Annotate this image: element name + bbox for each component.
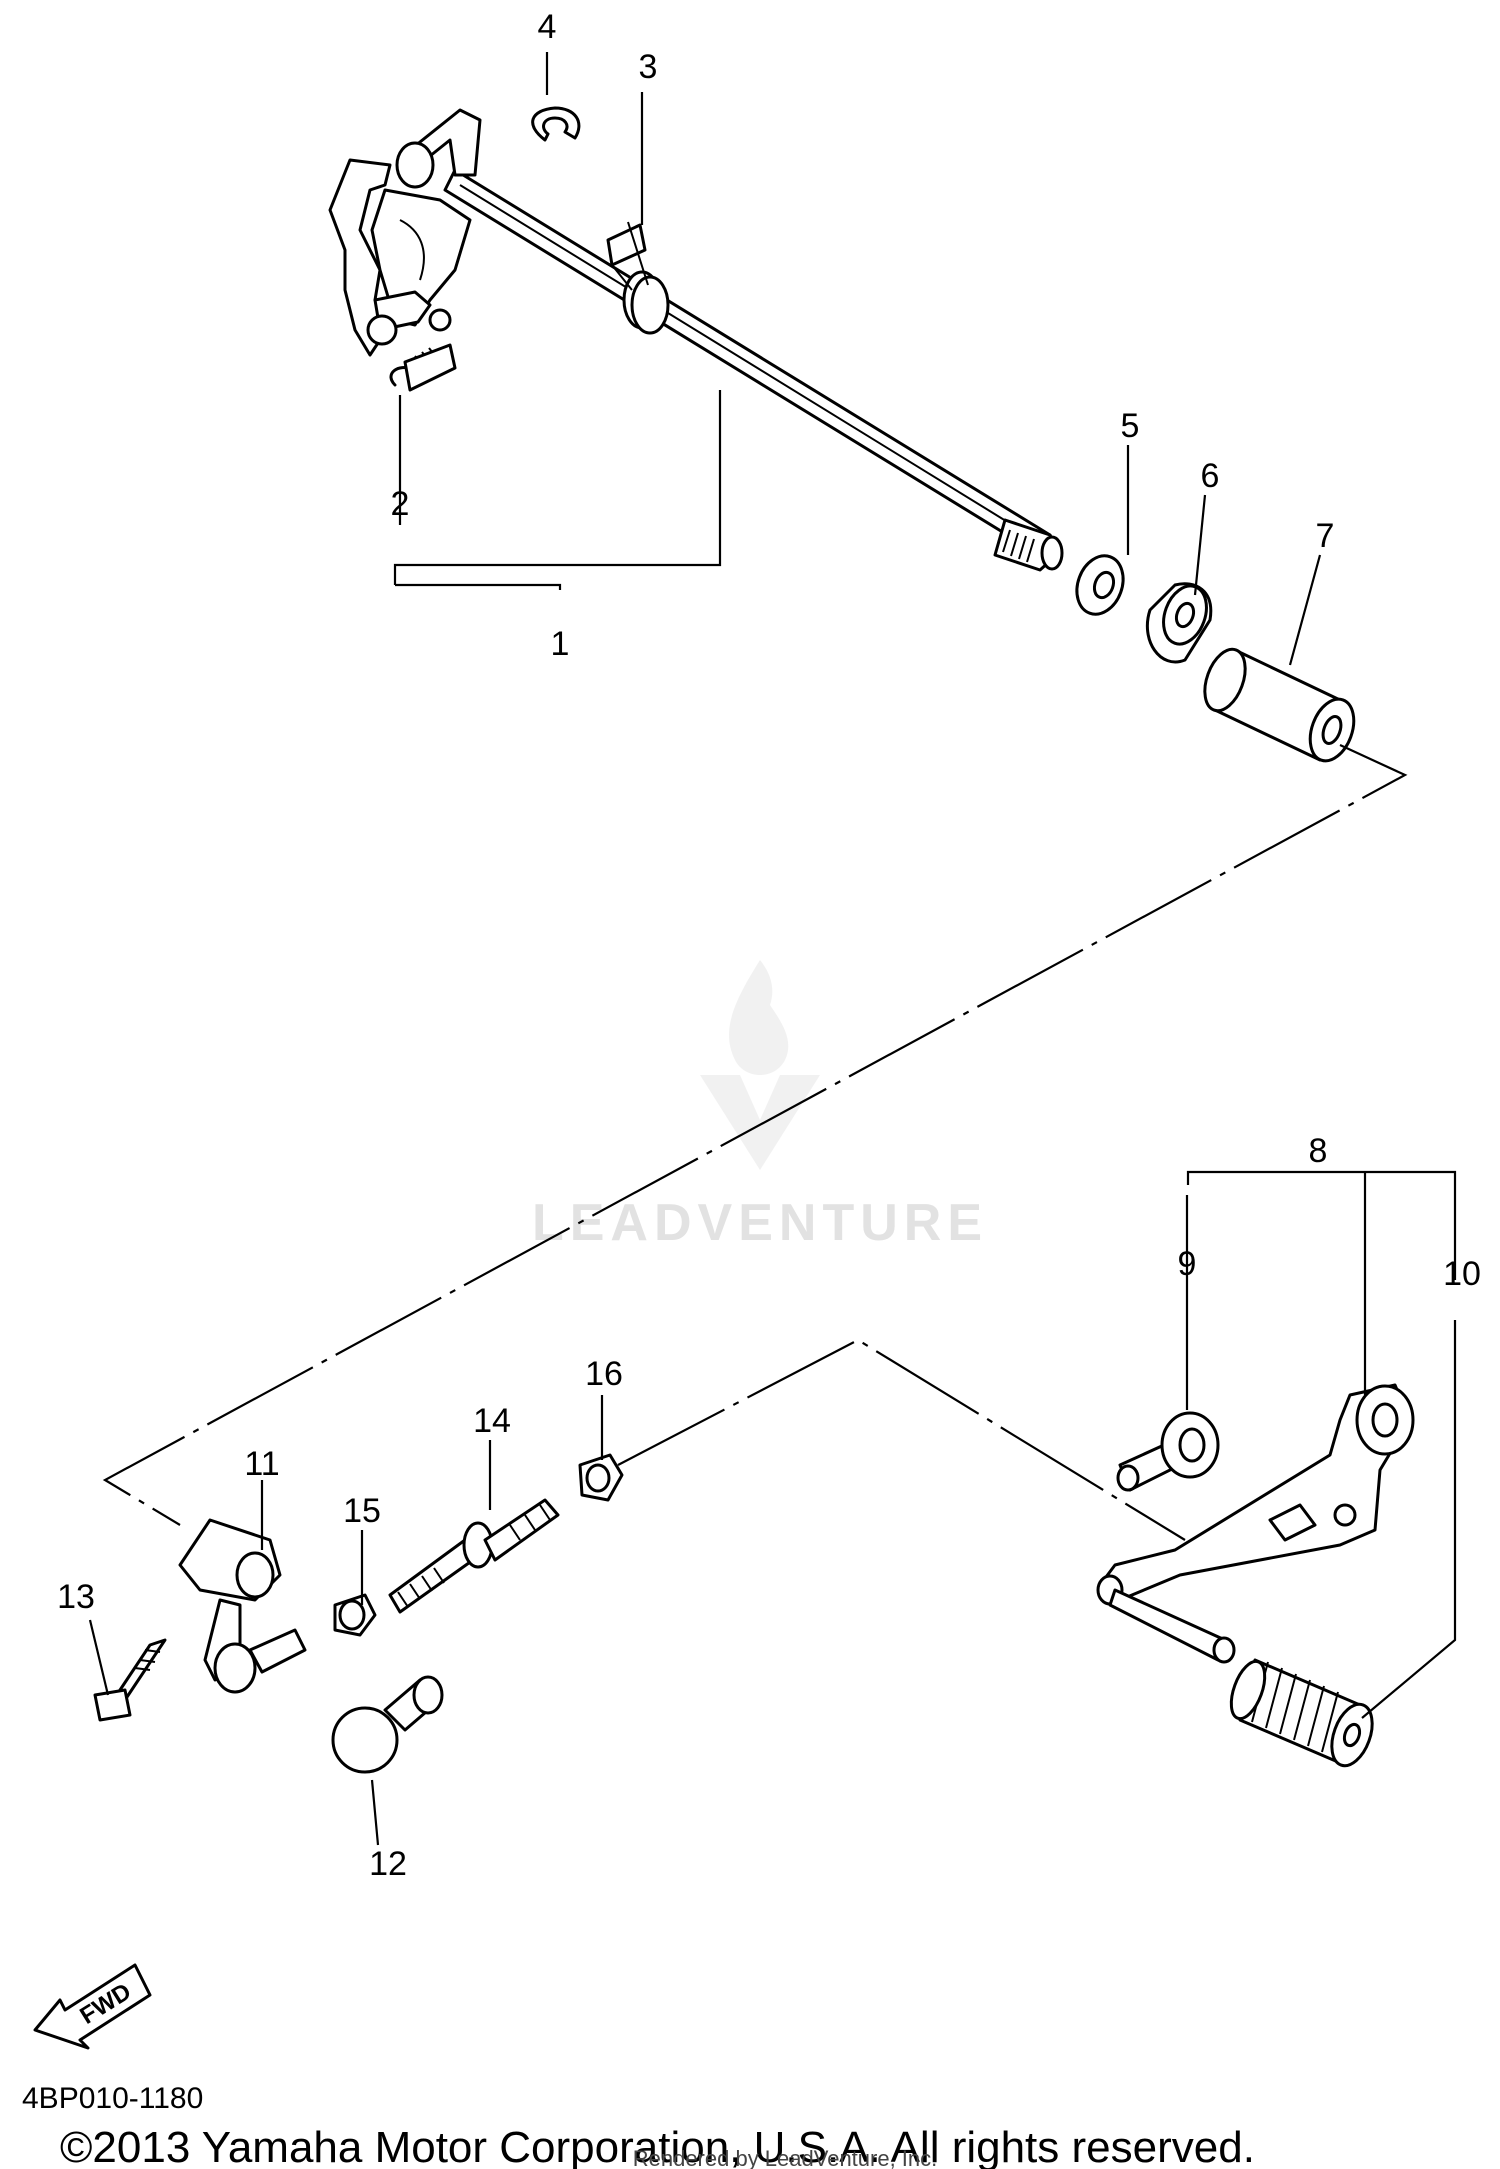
callout-14: 14 xyxy=(473,1402,511,1440)
leader-lines xyxy=(88,52,1457,1846)
shift-arm[interactable] xyxy=(178,1518,307,1694)
callout-3: 3 xyxy=(639,48,658,86)
nut[interactable] xyxy=(333,1593,377,1637)
callout-7: 7 xyxy=(1316,517,1335,555)
shift-pedal[interactable] xyxy=(1096,1383,1415,1664)
callout-9: 9 xyxy=(1178,1245,1197,1283)
fwd-arrow-icon: FWD xyxy=(33,1963,152,2050)
callout-11: 11 xyxy=(244,1445,279,1483)
callout-12: 12 xyxy=(369,1845,407,1883)
bolt[interactable] xyxy=(93,1638,167,1722)
circlip[interactable] xyxy=(531,106,581,142)
copyright-notice: ©2013 Yamaha Motor Corporation, U.S.A. A… xyxy=(60,2123,1255,2169)
washer[interactable] xyxy=(1069,549,1131,620)
locknut[interactable] xyxy=(578,1453,624,1502)
callout-16: 16 xyxy=(585,1355,623,1393)
collar[interactable] xyxy=(1197,644,1362,767)
callout-labels: 4 3 2 1 5 6 7 8 9 10 11 12 13 14 15 16 xyxy=(57,8,1481,1883)
eye-bolt[interactable] xyxy=(1116,1411,1220,1492)
callout-10: 10 xyxy=(1443,1255,1481,1293)
callout-15: 15 xyxy=(343,1492,381,1530)
ball-joint[interactable] xyxy=(331,1675,444,1774)
callout-4: 4 xyxy=(538,8,557,46)
diagram-code: 4BP010-1180 xyxy=(22,2082,203,2115)
callout-5: 5 xyxy=(1121,407,1140,445)
callout-13: 13 xyxy=(57,1578,95,1616)
callout-6: 6 xyxy=(1201,457,1220,495)
torsion-spring[interactable] xyxy=(606,221,670,335)
assembly-line xyxy=(617,1338,1186,1541)
shift-rod[interactable] xyxy=(388,1498,560,1614)
oil-seal[interactable] xyxy=(1145,580,1214,664)
pedal-rubber[interactable] xyxy=(1225,1657,1380,1771)
callout-2: 2 xyxy=(391,485,410,523)
assembly-line xyxy=(102,744,1408,1526)
callout-1: 1 xyxy=(551,625,570,663)
leadventure-watermark-logo xyxy=(700,960,820,1170)
callout-8: 8 xyxy=(1309,1132,1328,1170)
shift-shaft-assembly[interactable] xyxy=(328,108,1064,572)
watermark-text: LEADVENTURE xyxy=(532,1194,988,1252)
render-credit: Rendered by LeadVenture, Inc. xyxy=(633,2146,938,2169)
return-spring[interactable] xyxy=(389,343,457,392)
